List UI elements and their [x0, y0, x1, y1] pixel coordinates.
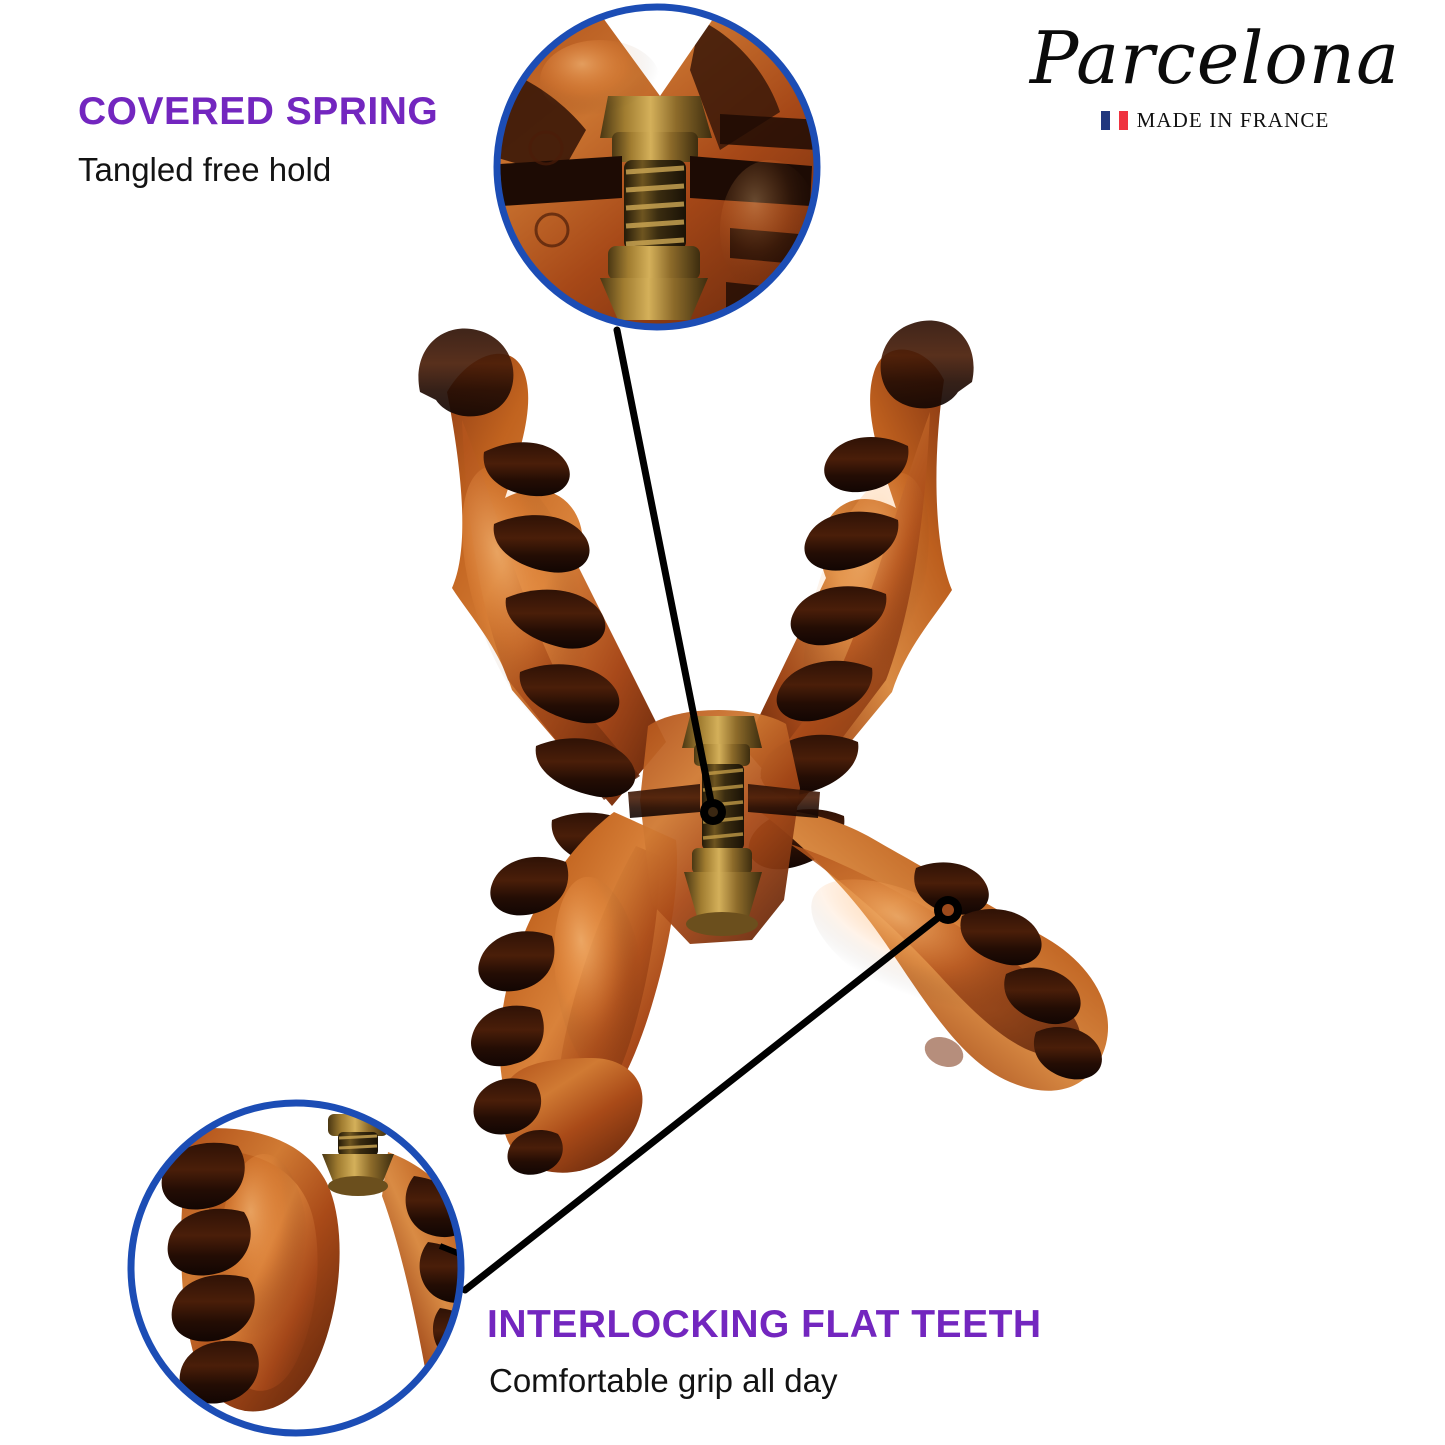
covered-spring-hinge: [628, 709, 820, 944]
leader-lines: [461, 326, 962, 1294]
zoom-bubble-covered-spring: [493, 3, 821, 331]
clip-arm-lower-right: [760, 810, 1109, 1091]
callout-covered-spring-title: COVERED SPRING: [78, 90, 439, 133]
callout-flat-teeth: INTERLOCKING FLAT TEETH Comfortable grip…: [487, 1303, 1042, 1400]
zoom-bubble-flat-teeth: [127, 1099, 465, 1437]
brand-origin-label: MADE IN FRANCE: [1136, 108, 1330, 132]
teeth-lower-right: [914, 862, 1102, 1080]
callout-covered-spring: COVERED SPRING Tangled free hold: [78, 90, 439, 189]
callout-covered-spring-subtitle: Tangled free hold: [78, 150, 332, 188]
product-photo-main: [418, 320, 1109, 1175]
brand-origin-row: MADE IN FRANCE: [1015, 108, 1415, 133]
callout-flat-teeth-title: INTERLOCKING FLAT TEETH: [487, 1303, 1042, 1346]
brand-wordmark: Parcelona: [1029, 16, 1401, 100]
zoom-bubble-ring-flat-teeth: [127, 1099, 465, 1437]
leader-line-flat-teeth: [461, 906, 952, 1294]
clip-arm-lower-left: [471, 812, 678, 1175]
zoom-bubble-ring-covered-spring: [493, 3, 821, 331]
france-flag-icon: [1100, 111, 1128, 130]
brand-logo: Parcelona MADE IN FRANCE: [1015, 22, 1415, 133]
clip-arm-upper-left: [418, 328, 666, 872]
teeth-lower-left: [471, 856, 569, 1175]
leader-line-covered-spring: [613, 326, 717, 816]
callout-flat-teeth-subtitle: Comfortable grip all day: [489, 1361, 838, 1399]
